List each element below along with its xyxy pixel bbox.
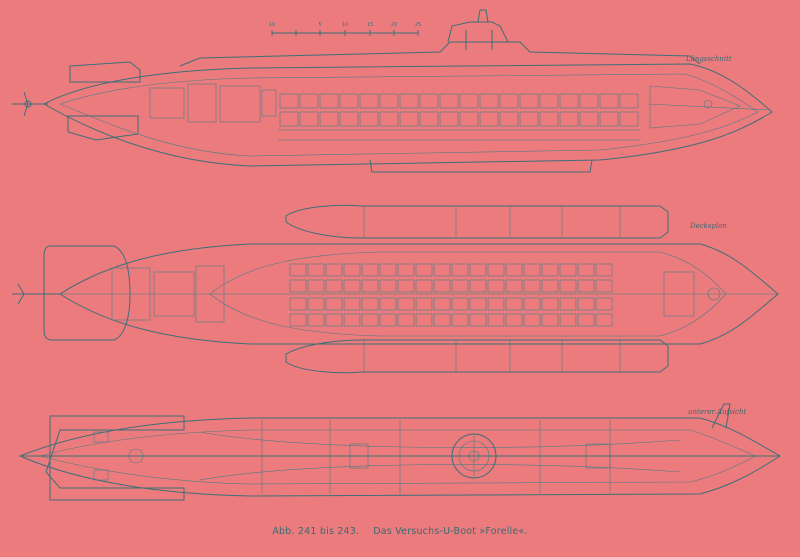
scale-tick-label: 25 [415,22,421,28]
bottom-view-label: unterer Aufsicht [688,408,747,416]
deck-plan-view [12,204,779,374]
underside-view [18,403,781,501]
figure-caption: Abb. 241 bis 243. Das Versuchs-U-Boot »Fo… [0,526,800,537]
scale-bar: 10 5 10 15 20 25 [269,22,421,36]
scale-tick-label: 20 [391,22,397,28]
scale-tick-label: 10 [269,22,275,28]
figure-title: Das Versuchs-U-Boot »Forelle«. [373,526,528,537]
longitudinal-section-view [12,9,773,173]
scale-tick-label: 15 [367,22,373,28]
middle-view-label: Decksplan [690,222,727,230]
figure-reference: Abb. 241 bis 243. [272,526,360,537]
scale-tick-label: 5 [318,22,321,28]
top-view-label: Längsschnitt [686,55,732,63]
scale-tick-label: 10 [342,22,348,28]
